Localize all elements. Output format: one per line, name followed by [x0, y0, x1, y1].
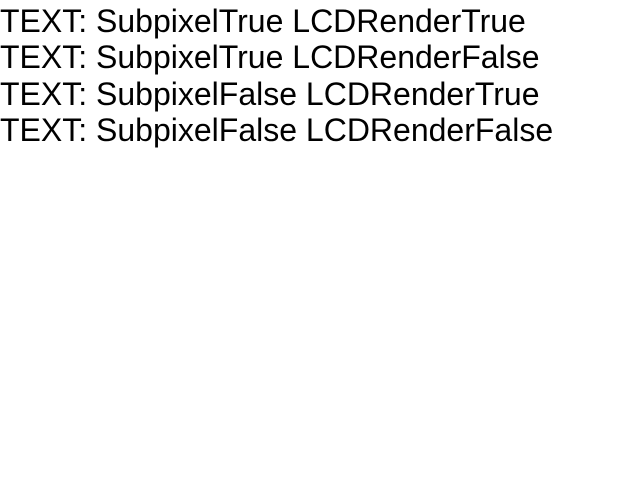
text-sample-subpixel-false-lcd-false: TEXT: SubpixelFalse LCDRenderFalse	[0, 111, 554, 148]
text-sample-subpixel-true-lcd-true: TEXT: SubpixelTrue LCDRenderTrue	[0, 3, 526, 39]
text-sample-subpixel-true-lcd-false: TEXT: SubpixelTrue LCDRenderFalse	[0, 39, 540, 76]
text-sample-list: TEXT: SubpixelTrue LCDRenderTrue TEXT: S…	[0, 3, 553, 148]
text-sample-subpixel-false-lcd-true: TEXT: SubpixelFalse LCDRenderTrue	[0, 75, 540, 112]
